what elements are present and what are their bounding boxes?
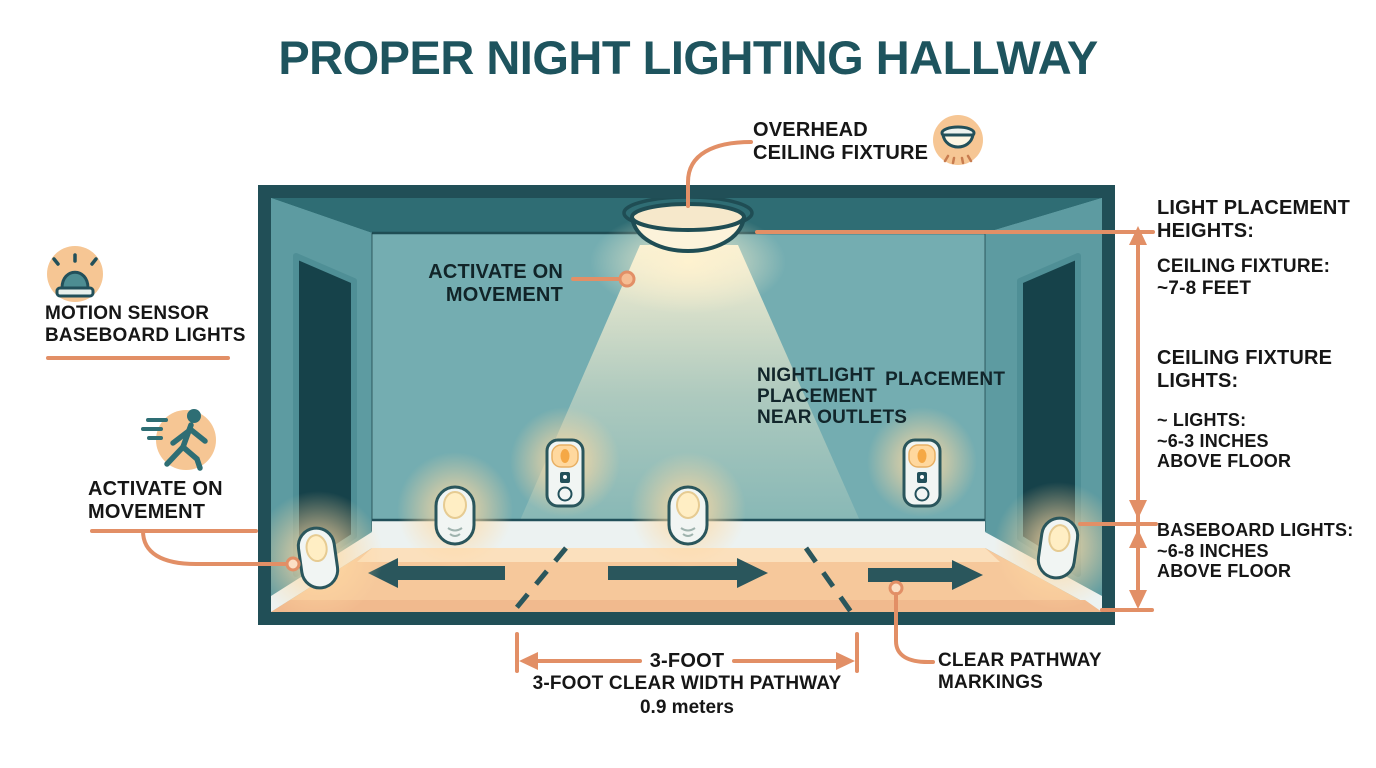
ceiling-fixture-line1: CEILING FIXTURE:: [1157, 256, 1331, 277]
overhead-label-line1: OVERHEAD: [753, 119, 868, 141]
nightlight-oval-1: [434, 485, 476, 546]
page-title: PROPER NIGHT LIGHTING HALLWAY: [278, 31, 1098, 84]
nightlight-label-line1: NIGHTLIGHT PLACEMENT: [757, 365, 1005, 390]
floor-dashed-line-1: [511, 546, 568, 612]
floor-arrow-left: [368, 558, 505, 588]
baseboard-lights-line1: BASEBOARD LIGHTS:: [1157, 520, 1354, 540]
floor-arrow-center: [608, 558, 768, 588]
floor-front-band: [271, 600, 1102, 612]
baseboard-light-left: [296, 526, 340, 590]
baseboard-lights-height-text: BASEBOARD LIGHTS: ~6-8 INCHES ABOVE FLOO…: [1157, 520, 1353, 582]
ceiling-fixture-icon: [933, 115, 983, 165]
nightlight-oval-2: [667, 485, 709, 546]
width-arrowhead-right: [836, 652, 855, 670]
plug-nightlight-2: [902, 438, 942, 508]
activate-inside-line1: ACTIVATE ON: [428, 261, 563, 283]
pathway-description: 3-FOOT CLEAR WIDTH PATHWAY: [532, 673, 842, 694]
activate-on-movement-label-inside: ACTIVATE ON MOVEMENT: [420, 261, 563, 307]
motion-label-line1: MOTION SENSOR: [45, 303, 210, 324]
baseboard-lights-line3: ABOVE FLOOR: [1157, 561, 1292, 582]
connector-clear-pathway: [894, 592, 935, 664]
overhead-ceiling-fixture-label: OVERHEAD CEILING FIXTURE: [753, 119, 928, 165]
clear-pathway-line1: CLEAR PATHWAY: [938, 650, 1102, 671]
fixture-lights-line3: ABOVE FLOOR: [1157, 451, 1292, 472]
walking-person-icon: [141, 409, 216, 471]
activate-inside-line2: MOVEMENT: [445, 283, 563, 306]
nightlight-word2: PLACEMENT: [885, 369, 1006, 390]
ceiling-fixture-height-text: CEILING FIXTURE: ~7-8 FEET: [1157, 256, 1330, 299]
baseboard-light-icon: [47, 246, 103, 302]
fixture-lights-heading-line1: CEILING FIXTURE: [1157, 347, 1333, 369]
baseboard-lights-line2: ~6-8 INCHES: [1157, 540, 1269, 561]
motion-lines-icon: [141, 418, 168, 440]
activate-on-movement-label-left: ACTIVATE ON MOVEMENT: [88, 478, 223, 524]
pathway-width-label: 3-FOOT: [649, 650, 725, 672]
motion-sensor-label: MOTION SENSOR BASEBOARD LIGHTS: [45, 303, 246, 346]
motion-label-line2: BASEBOARD LIGHTS: [45, 324, 246, 346]
arrowhead-down-bottom: [1129, 590, 1147, 609]
connectors: [46, 140, 1158, 673]
nightlight-label-line2: PLACEMENT: [757, 385, 878, 407]
floor-arrow-right: [868, 560, 983, 590]
nightlight-label-line3: NEAR OUTLETS: [757, 406, 908, 428]
activate-left-line2: MOVEMENT: [88, 500, 206, 523]
floor-dashed-line-2: [803, 546, 854, 612]
ceiling-fixture-lights-heading: CEILING FIXTURE LIGHTS:: [1157, 347, 1332, 393]
arrowhead-up-top: [1129, 226, 1147, 245]
arrowhead-up-mid: [1129, 529, 1147, 548]
width-arrowhead-left: [519, 652, 538, 670]
heights-heading-line1: LIGHT PLACEMENT: [1157, 197, 1350, 219]
measure-arrowheads: [519, 226, 1147, 670]
fixture-lights-height-text: ~ LIGHTS: ~6-3 INCHES ABOVE FLOOR: [1157, 410, 1291, 472]
clear-pathway-line2: MARKINGS: [938, 671, 1044, 693]
clear-pathway-markings-label: CLEAR PATHWAY MARKINGS: [938, 650, 1102, 693]
glow-ceiling-fixture: [590, 210, 786, 314]
activate-left-line1: ACTIVATE ON: [88, 478, 223, 500]
connector-overhead: [686, 140, 753, 208]
fixture-lights-line1: ~ LIGHTS:: [1157, 410, 1247, 430]
nightlight-word1: NIGHTLIGHT: [757, 365, 876, 386]
fixture-lights-heading-line2: LIGHTS:: [1157, 369, 1239, 392]
heights-heading-line2: HEIGHTS:: [1157, 219, 1255, 242]
connector-dot-inside: [618, 270, 636, 288]
plug-nightlight-1: [545, 438, 585, 508]
pathway-metric: 0.9 meters: [639, 697, 734, 718]
baseboard-light-right: [1036, 516, 1080, 580]
ceiling-fixture-line2: ~7-8 FEET: [1157, 277, 1252, 299]
arrowhead-down-mid: [1129, 500, 1147, 519]
fixture-lights-line2: ~6-3 INCHES: [1157, 430, 1269, 451]
overhead-label-line2: CEILING FIXTURE: [753, 141, 929, 164]
connector-dot-left: [285, 556, 301, 572]
connector-activate-left: [141, 529, 287, 566]
light-placement-heights-heading: LIGHT PLACEMENT HEIGHTS:: [1157, 197, 1350, 243]
